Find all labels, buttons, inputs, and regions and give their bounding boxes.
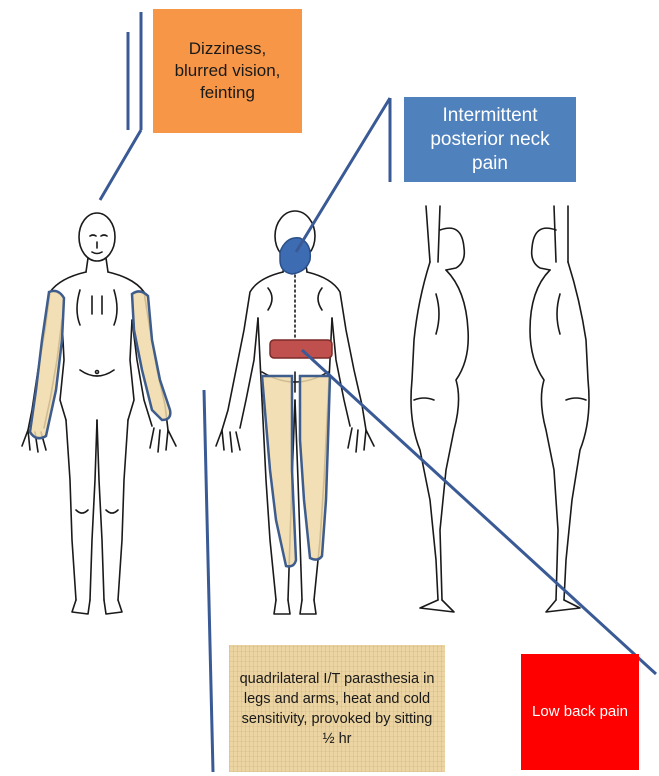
low-back-pain-marker [270, 340, 332, 358]
dizziness-connector [100, 12, 141, 200]
low-back-connector [302, 350, 656, 674]
neck-connector [296, 98, 390, 252]
parasthesia-right-leg [300, 376, 330, 560]
dizziness-label: Dizziness, blurred vision, feinting [161, 38, 294, 104]
parasthesia-label: quadrilateral I/T parasthesia in legs an… [239, 669, 435, 749]
parasthesia-connector [204, 390, 213, 772]
parasthesia-right-arm [132, 291, 170, 420]
parasthesia-left-arm [30, 291, 64, 438]
parasthesia-label-box: quadrilateral I/T parasthesia in legs an… [229, 645, 445, 772]
neck-pain-label: Intermittent posterior neck pain [412, 104, 568, 176]
neck-pain-label-box: Intermittent posterior neck pain [404, 97, 576, 182]
body-right-side-view [411, 206, 468, 612]
dizziness-label-box: Dizziness, blurred vision, feinting [153, 9, 302, 133]
pain-markers-back [262, 238, 332, 567]
low-back-pain-label-box: Low back pain [521, 654, 639, 770]
low-back-pain-label: Low back pain [532, 702, 628, 722]
parasthesia-left-leg [262, 376, 296, 566]
body-left-side-view [530, 206, 589, 612]
